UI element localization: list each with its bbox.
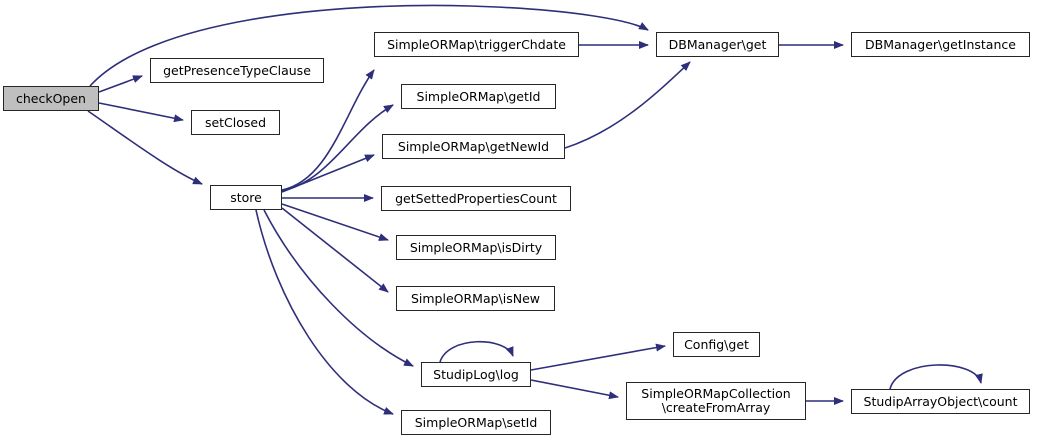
edge-studiplog-log-self-loop bbox=[439, 340, 514, 363]
node-dbmanager-getinstance[interactable]: DBManager\getInstance bbox=[851, 32, 1030, 57]
node-simpleormapcollection-createfromarray[interactable]: SimpleORMapCollection \createFromArray bbox=[626, 382, 806, 420]
node-simpleormap-setid[interactable]: SimpleORMap\setId bbox=[401, 410, 551, 435]
node-simpleormap-getnewid[interactable]: SimpleORMap\getNewId bbox=[382, 134, 565, 159]
edge-store-to-triggerchdate bbox=[281, 69, 375, 191]
node-simpleormap-getid[interactable]: SimpleORMap\getId bbox=[401, 84, 556, 109]
node-config-get[interactable]: Config\get bbox=[673, 332, 760, 357]
edge-checkOpen-to-getpresencetypeclause bbox=[98, 75, 143, 93]
edge-store-to-isnew bbox=[281, 207, 389, 293]
node-dbmanager-get[interactable]: DBManager\get bbox=[656, 32, 779, 57]
edge-store-to-getnewid bbox=[281, 154, 375, 193]
edge-store-to-setid bbox=[255, 209, 394, 415]
edge-studiplog-log-to-config-get bbox=[530, 343, 666, 371]
node-setclosed[interactable]: setClosed bbox=[191, 110, 280, 135]
edge-checkOpen-to-dbmanager-get bbox=[89, 4, 649, 87]
edge-checkOpen-to-setclosed bbox=[98, 102, 184, 123]
node-checkopen[interactable]: checkOpen bbox=[3, 86, 99, 111]
node-simpleormap-triggerchdate[interactable]: SimpleORMap\triggerChdate bbox=[374, 32, 579, 57]
node-simpleormap-isnew[interactable]: SimpleORMap\isNew bbox=[396, 286, 555, 311]
node-studiparrayobject-count[interactable]: StudipArrayObject\count bbox=[851, 389, 1030, 414]
edge-checkOpen-to-store bbox=[87, 110, 203, 185]
node-simpleormap-isdirty[interactable]: SimpleORMap\isDirty bbox=[396, 235, 556, 260]
edge-studiparrayobject-count-self-loop bbox=[889, 364, 983, 390]
edge-store-to-getid bbox=[281, 104, 394, 192]
node-getpresencetypeclause[interactable]: getPresenceTypeClause bbox=[150, 58, 324, 83]
node-store[interactable]: store bbox=[210, 185, 282, 210]
node-studiplog-log[interactable]: StudipLog\log bbox=[421, 362, 531, 387]
node-getsettedpropertiescount[interactable]: getSettedPropertiesCount bbox=[381, 186, 571, 211]
edge-studiplog-log-to-createfromarray bbox=[530, 379, 619, 400]
edge-store-to-isdirty bbox=[281, 203, 389, 241]
edge-getnewid-to-dbmanager-get bbox=[564, 61, 691, 149]
edge-store-to-studiplog-log bbox=[263, 209, 414, 367]
